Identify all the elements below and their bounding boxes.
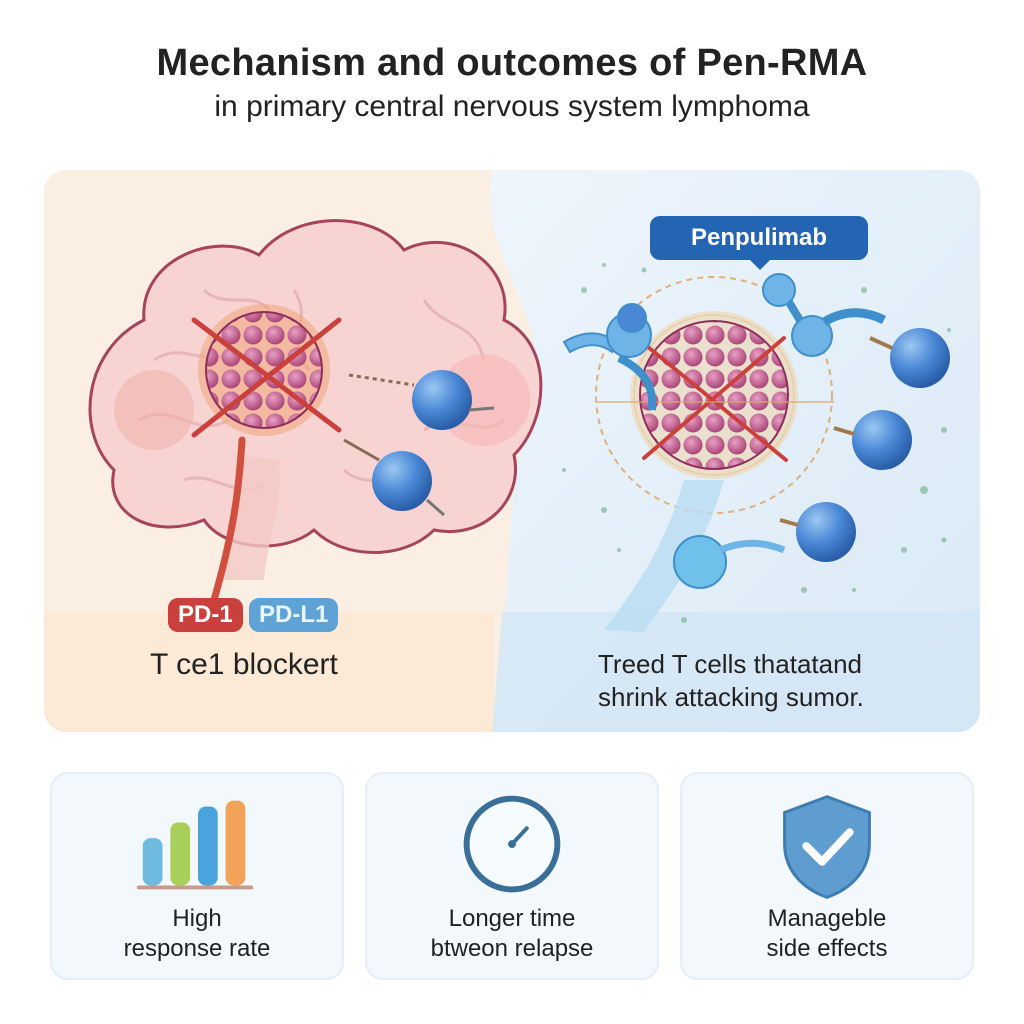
right-caption: Treed T cells thatatand shrink attacking…: [598, 648, 958, 714]
mechanism-illustration: [44, 170, 980, 732]
particles: [562, 263, 951, 623]
antibody-2: [762, 273, 887, 357]
t-cell-right-1: [890, 328, 950, 388]
page-subtitle: in primary central nervous system lympho…: [214, 90, 810, 123]
cross-mark-right: [640, 340, 788, 462]
right-caption-line1: Treed T cells thatatand: [598, 649, 863, 679]
clock-icon: [463, 795, 561, 893]
pd1-tag: PD-1: [168, 598, 243, 632]
outcome-relapse-line1: Longer time: [448, 905, 576, 932]
outcome-card-safety: Manageble side effects: [680, 772, 974, 980]
t-cell-left-1: [348, 370, 495, 430]
shield-check-icon: [783, 795, 871, 899]
left-caption: T ce1 blockert: [150, 648, 338, 681]
pdl1-tag: PD-L1: [249, 598, 339, 632]
bar-chart-icon: [136, 800, 254, 890]
t-cell-right-bottom: [673, 535, 786, 589]
tumor-right-group: [595, 276, 834, 632]
pd1-connector: [210, 436, 246, 604]
tumor-left: [191, 304, 342, 438]
antibody-3: [617, 303, 647, 333]
t-cell-left-2: [343, 438, 445, 517]
outcome-relapse-line2: btweon relapse: [430, 935, 594, 962]
outcome-card-response: High response rate: [50, 772, 344, 980]
outcome-card-relapse: Longer time btweon relapse: [365, 772, 659, 980]
targeting-ring: [595, 276, 833, 514]
t-cell-right-3: [796, 502, 856, 562]
tumor-right: [639, 320, 789, 470]
light-beam: [604, 480, 724, 632]
page-title: Mechanism and outcomes of Pen-RMA: [156, 42, 868, 84]
penpulimab-callout: Penpulimab: [650, 216, 868, 270]
brain-stem: [219, 455, 281, 580]
outcome-response-line2: response rate: [123, 935, 271, 962]
outcome-safety-line1: Manageble: [767, 905, 887, 932]
outcome-safety-line2: side effects: [766, 935, 888, 962]
t-cell-right-2: [852, 410, 912, 470]
outcome-response-line1: High: [172, 905, 222, 932]
right-caption-line2: shrink attacking sumor.: [598, 682, 864, 712]
mechanism-panel: PD-1 PD-L1 T ce1 blockert Penpulimab Tre…: [44, 170, 980, 732]
